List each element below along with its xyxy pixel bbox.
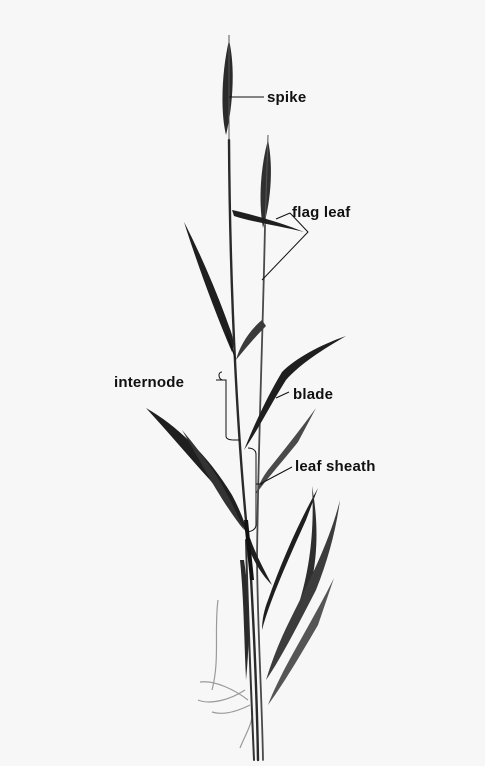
label-leaf-sheath: leaf sheath (295, 458, 376, 475)
label-internode: internode (114, 374, 184, 391)
label-flag-leaf: flag leaf (292, 204, 350, 221)
label-blade: blade (293, 386, 333, 403)
label-spike: spike (267, 89, 306, 106)
